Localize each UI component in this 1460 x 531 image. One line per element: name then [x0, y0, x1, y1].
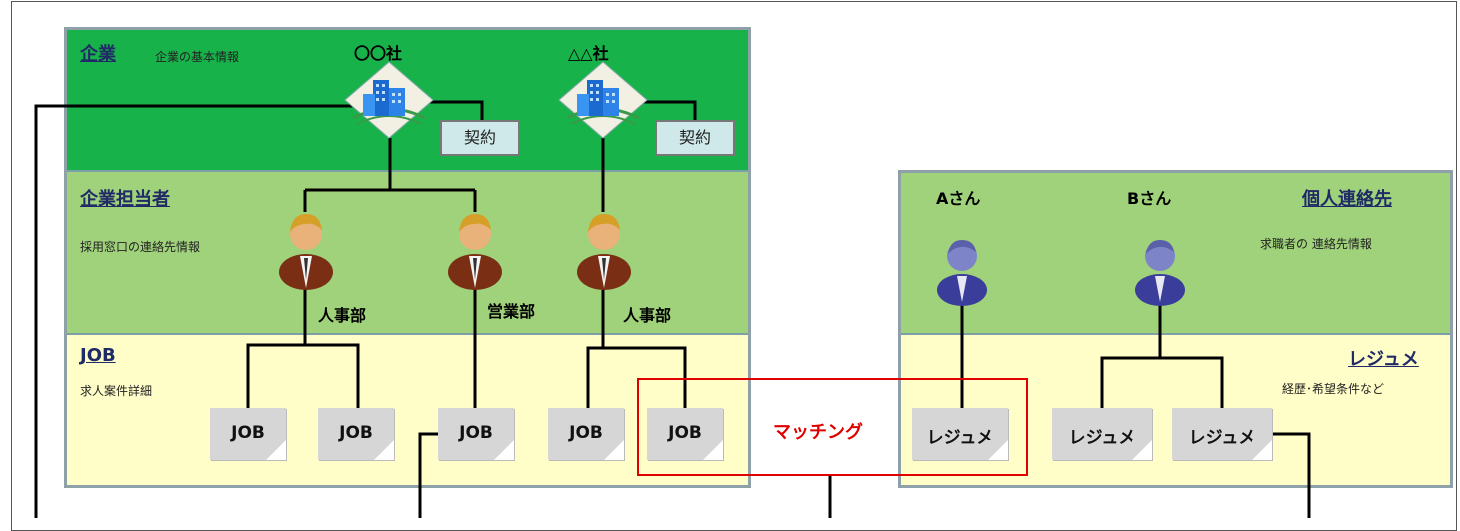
resume-subtitle: 経歴･希望条件など	[1282, 382, 1385, 396]
department-label: 営業部	[487, 302, 536, 321]
building-icon	[344, 61, 434, 139]
staff-subtitle: 採用窓口の連絡先情報	[80, 240, 201, 254]
resume-document: レジュメ	[1052, 408, 1152, 460]
job-document: JOB	[647, 408, 723, 460]
person-name: Bさん	[1127, 189, 1172, 208]
diagram-canvas: 企業 企業の基本情報 企業担当者 採用窓口の連絡先情報 JOB 求人案件詳細 個…	[11, 1, 1457, 531]
matching-highlight	[637, 378, 1028, 476]
resume-document: レジュメ	[912, 408, 1008, 460]
job-document: JOB	[438, 408, 514, 460]
contract-box: 契約	[440, 120, 520, 156]
department-label: 人事部	[318, 306, 367, 325]
job-document-label: JOB	[339, 423, 373, 443]
job-document: JOB	[210, 408, 286, 460]
building-icon	[558, 61, 648, 139]
company-subtitle: 企業の基本情報	[155, 50, 240, 64]
company-name-1: 〇〇社	[354, 44, 403, 63]
job-document-label: JOB	[231, 423, 265, 443]
resume-document-label: レジュメ	[1188, 428, 1256, 448]
job-document: JOB	[318, 408, 394, 460]
staff-band	[67, 170, 748, 335]
job-band	[67, 333, 748, 485]
person-icon	[448, 214, 502, 290]
person-name: Aさん	[936, 189, 981, 208]
matching-label: マッチング	[773, 422, 863, 443]
job-document-label: JOB	[668, 423, 702, 443]
person-icon	[1135, 240, 1185, 306]
contacts-heading: 個人連絡先	[1302, 189, 1392, 210]
department-label: 人事部	[623, 306, 672, 325]
contacts-band	[901, 173, 1450, 333]
person-icon	[279, 214, 333, 290]
contacts-subtitle: 求職者の 連絡先情報	[1260, 237, 1372, 251]
job-heading: JOB	[80, 345, 116, 366]
resume-heading: レジュメ	[1348, 349, 1419, 370]
job-document: JOB	[548, 408, 624, 460]
contract-box: 契約	[655, 120, 735, 156]
company-heading: 企業	[80, 44, 116, 65]
company-name-2: △△社	[568, 44, 609, 63]
job-document-label: JOB	[569, 423, 603, 443]
connector-lines	[34, 100, 1311, 518]
resume-document-label: レジュメ	[1068, 428, 1136, 448]
resume-document: レジュメ	[1172, 408, 1272, 460]
job-subtitle: 求人案件詳細	[80, 384, 153, 398]
person-icon	[577, 214, 631, 290]
person-icon	[937, 240, 987, 306]
resume-document-label: レジュメ	[926, 428, 994, 448]
staff-heading: 企業担当者	[80, 189, 170, 210]
job-document-label: JOB	[459, 423, 493, 443]
